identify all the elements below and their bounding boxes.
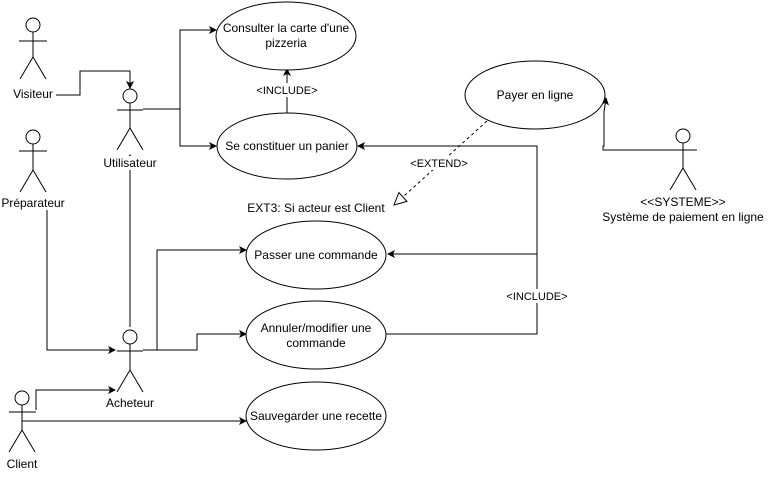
edge-utilisateur-consulter — [143, 26, 217, 110]
label-include-right-text: <INCLUDE> — [506, 291, 567, 303]
use-case-panier-label: Se constituer un panier — [225, 139, 348, 153]
actor-preparateur-label: Préparateur — [1, 196, 64, 210]
extension-condition-label: EXT3: Si acteur est Client — [247, 201, 385, 215]
use-case-annuler[interactable]: Annuler/modifier une commande — [245, 300, 387, 370]
edge-acheteur-annuler — [143, 330, 247, 351]
edge-client-acheteur — [35, 386, 116, 410]
label-extend-text: <EXTEND> — [410, 158, 467, 170]
edge-visiteur-utilisateur — [48, 70, 134, 96]
actor-utilisateur-label: Utilisateur — [103, 156, 156, 170]
actor-systeme-stereotype: <<SYSTEME>> — [640, 195, 725, 209]
actor-systeme-label: Système de paiement en ligne — [602, 210, 764, 224]
label-include-right: <INCLUDE> — [504, 289, 570, 303]
use-case-consulter-line1: Consulter la carte d'une — [223, 21, 350, 35]
edge-preparateur-acheteur — [46, 208, 116, 354]
stick-figure-icon — [116, 329, 144, 393]
stick-figure-icon — [669, 128, 697, 191]
actor-visiteur-label: Visiteur — [13, 87, 53, 101]
actor-client[interactable]: Client — [7, 390, 38, 471]
actor-visiteur[interactable]: Visiteur — [10, 17, 56, 101]
stick-figure-icon — [116, 88, 144, 151]
use-case-consulter-line2: pizzeria — [265, 36, 307, 50]
use-case-recette-label: Sauvegarder une recette — [250, 409, 382, 423]
actor-acheteur[interactable]: Acheteur — [104, 329, 158, 410]
edge-acheteur-commande — [156, 246, 247, 350]
actor-preparateur[interactable]: Préparateur — [0, 129, 66, 210]
use-case-annuler-line2: commande — [286, 336, 346, 350]
edge-include-annuler-panier — [357, 142, 538, 335]
actor-client-label: Client — [7, 457, 38, 471]
label-extend: <EXTEND> — [407, 156, 471, 170]
actor-systeme-paiement[interactable]: <<SYSTEME>> Système de paiement en ligne — [602, 128, 764, 224]
use-case-annuler-line1: Annuler/modifier une — [261, 321, 372, 335]
stick-figure-icon — [8, 390, 36, 453]
use-case-recette[interactable]: Sauvegarder une recette — [245, 381, 387, 451]
stick-figure-icon — [19, 17, 47, 80]
stick-figure-icon — [19, 129, 47, 193]
edge-systeme-payer — [601, 97, 669, 151]
actor-acheteur-label: Acheteur — [106, 396, 154, 410]
edge-utilisateur-panier — [143, 108, 217, 150]
label-include-top: <INCLUDE> — [254, 83, 320, 97]
use-case-payer-label: Payer en ligne — [497, 88, 574, 102]
actor-utilisateur[interactable]: Utilisateur — [101, 88, 159, 170]
use-case-panier[interactable]: Se constituer un panier — [216, 112, 358, 180]
use-case-commande[interactable]: Passer une commande — [245, 220, 387, 290]
use-case-consulter[interactable]: Consulter la carte d'une pizzeria — [215, 1, 357, 71]
use-case-commande-label: Passer une commande — [254, 248, 378, 262]
use-case-payer[interactable]: Payer en ligne — [464, 60, 606, 130]
label-include-top-text: <INCLUDE> — [256, 85, 317, 97]
